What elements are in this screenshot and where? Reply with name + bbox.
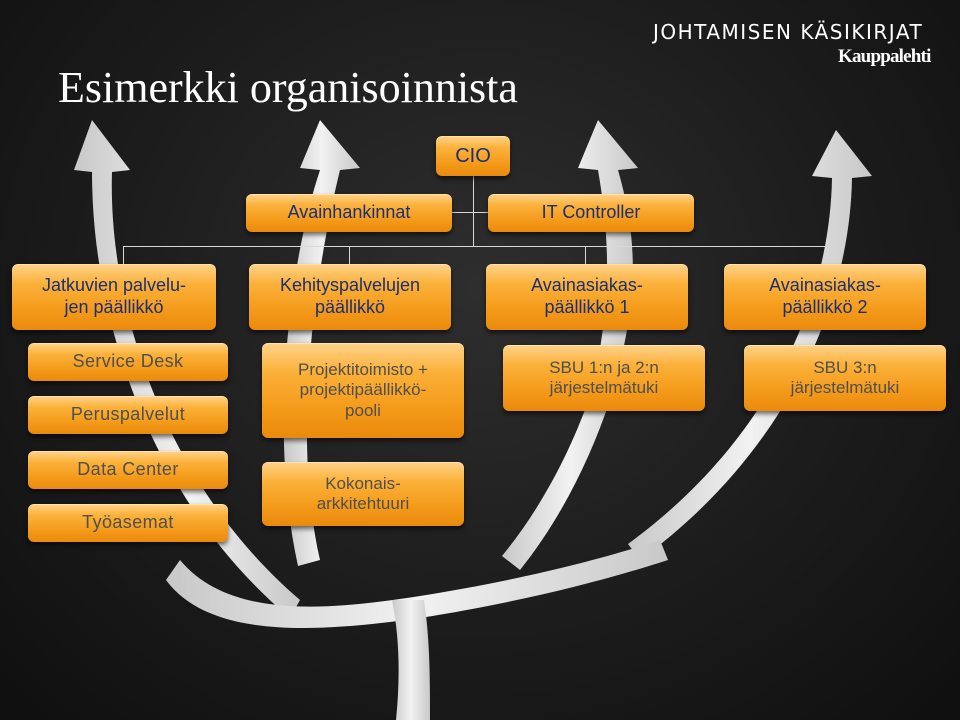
cio-box: CIO xyxy=(436,136,510,176)
arrow-4 xyxy=(628,130,872,560)
kehityspalvelujen-box: Kehityspalvelujen päällikkö xyxy=(249,264,451,330)
connector-avainasiakas1 xyxy=(585,246,586,266)
cio-connector xyxy=(473,176,474,246)
trunk-stem xyxy=(392,600,430,720)
jatkuvien-palvelujen-box: Jatkuvien palvelu- jen päällikkö xyxy=(12,264,216,330)
avainhankinnat-label: Avainhankinnat xyxy=(287,202,411,223)
avainasiakas-1-box: Avainasiakas- päällikkö 1 xyxy=(486,264,688,330)
data-center-box: Data Center xyxy=(28,451,228,489)
connector-kehitys xyxy=(349,246,350,266)
service-desk-box: Service Desk xyxy=(28,343,228,381)
arrow-1 xyxy=(74,120,300,618)
data-center-label: Data Center xyxy=(77,459,179,480)
kokonaisarkkitehtuuri-box: Kokonais- arkkitehtuuri xyxy=(262,462,464,526)
cio-label: CIO xyxy=(455,145,491,167)
tyoasemat-label: Työasemat xyxy=(82,512,174,533)
it-controller-label: IT Controller xyxy=(541,202,641,223)
kehityspalvelujen-label: Kehityspalvelujen päällikkö xyxy=(279,275,421,317)
projektitoimisto-box: Projektitoimisto + projektipäällikkö- po… xyxy=(262,343,464,438)
managers-bracket xyxy=(123,246,828,267)
avainasiakas-1-label: Avainasiakas- päällikkö 1 xyxy=(531,275,643,317)
sbu-3-box: SBU 3:n järjestelmätuki xyxy=(744,345,946,411)
sbu-3-label: SBU 3:n järjestelmätuki xyxy=(790,357,900,397)
arrow-2 xyxy=(283,120,360,566)
avainasiakas-2-box: Avainasiakas- päällikkö 2 xyxy=(724,264,926,330)
sbu-1-2-box: SBU 1:n ja 2:n järjestelmätuki xyxy=(503,345,705,411)
it-controller-box: IT Controller xyxy=(488,194,694,232)
peruspalvelut-label: Peruspalvelut xyxy=(70,404,186,425)
service-desk-label: Service Desk xyxy=(72,351,184,372)
projektitoimisto-label: Projektitoimisto + projektipäällikkö- po… xyxy=(298,359,428,420)
avainasiakas-2-label: Avainasiakas- päällikkö 2 xyxy=(769,275,881,317)
kokonaisarkkitehtuuri-label: Kokonais- arkkitehtuuri xyxy=(316,473,410,513)
jatkuvien-palvelujen-label: Jatkuvien palvelu- jen päällikkö xyxy=(41,275,187,317)
peruspalvelut-box: Peruspalvelut xyxy=(28,396,228,434)
avainhankinnat-box: Avainhankinnat xyxy=(246,194,452,232)
tyoasemat-box: Työasemat xyxy=(28,504,228,542)
page-title: Esimerkki organisoinnista xyxy=(58,63,518,112)
brand-series-label: JOHTAMISEN KÄSIKIRJAT xyxy=(653,20,924,44)
kauppalehti-logo: Kauppalehti xyxy=(838,46,931,67)
sbu-1-2-label: SBU 1:n ja 2:n järjestelmätuki xyxy=(549,357,659,397)
